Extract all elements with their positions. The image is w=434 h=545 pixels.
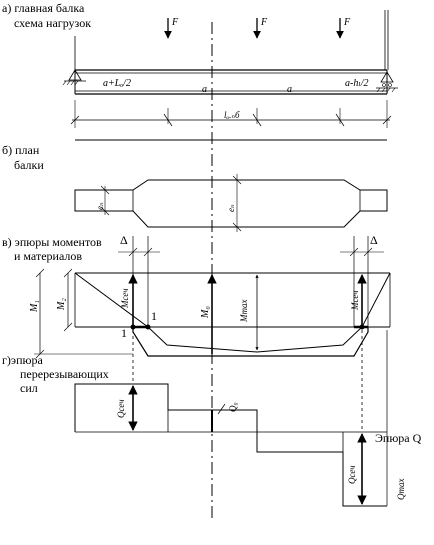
plan-width-dim-mid: eₙ [226,174,242,232]
load-arrow-3: F [336,17,351,39]
section-a-title: а) главная балка [2,1,85,15]
point-1-label: 1 [151,309,157,323]
delta-dim-left: Δ [118,233,160,257]
m2-dimension: M₂ [56,268,73,332]
shear-diagram [74,383,387,507]
delta-dim-right: Δ [340,233,384,257]
svg-text:eₙ: eₙ [95,202,105,210]
svg-text:Qсеч: Qсеч [116,399,126,418]
shear-diagram-title: Эпюра Q [375,431,422,445]
section-a-subtitle: схема нагрузок [14,16,91,30]
svg-text:M₀: M₀ [200,306,211,319]
section-g-subtitle: перерезывающих [20,367,109,381]
svg-text:Δ: Δ [120,233,128,247]
m0-dimension: M₀ [200,274,217,354]
point-1-marker [145,324,151,330]
section-b-title: б) план [2,143,40,157]
m1-dimension: M₁ [29,268,133,359]
section-g-title: г)эпюра [2,353,43,367]
svg-text:F: F [343,17,351,28]
span-label-left: a+Lₒ/2 [103,78,131,89]
svg-text:Mсеч: Mсеч [120,288,130,309]
svg-text:eₙ: eₙ [226,204,236,212]
qcech-right-dimension: Qсеч [347,433,367,505]
svg-text:M₁: M₁ [29,300,40,313]
section-g-subtitle-2: сил [20,381,38,395]
svg-text:Δ: Δ [370,233,378,247]
left-support [62,69,86,86]
load-arrow-2: F [253,17,268,39]
svg-text:Mmax: Mmax [239,300,249,324]
svg-text:F: F [260,17,268,28]
svg-text:F: F [171,17,179,28]
svg-text:Mсеч: Mсеч [350,290,360,311]
point-1b-label: 1 [121,326,127,340]
section-b-subtitle: балки [14,158,44,172]
load-arrow-1: F [164,17,179,39]
span-dimension [70,100,392,128]
mcech-right-dimension: Mсеч [350,274,367,327]
plan-width-dim-left: eₙ [95,185,110,216]
svg-text:Q₀: Q₀ [228,402,238,412]
span-total-label: lₒ.ₙб [224,110,240,120]
q0-dimension: Q₀ [211,402,238,432]
section-v-subtitle: и материалов [14,249,82,263]
svg-text:Qmax: Qmax [396,479,406,501]
qmax-dimension: Qmax [396,479,406,501]
svg-text:M₂: M₂ [56,298,67,311]
span-label-a1: a [202,84,207,95]
qcech-left-dimension: Qсеч [116,385,138,431]
point-1c-marker [359,324,365,330]
beam-plan-outline [74,179,388,228]
mcech-left-dimension: Mсеч [120,274,138,327]
svg-text:Qсеч: Qсеч [347,465,357,484]
span-label-right: a-hₗ/2 [345,78,369,89]
mmax-dimension: Mmax [239,274,259,351]
right-support [376,71,398,93]
span-label-a2: a [287,84,292,95]
section-v-title: в) эпюры моментов [2,235,102,249]
point-1b-marker [130,324,136,330]
main-beam [74,69,388,95]
